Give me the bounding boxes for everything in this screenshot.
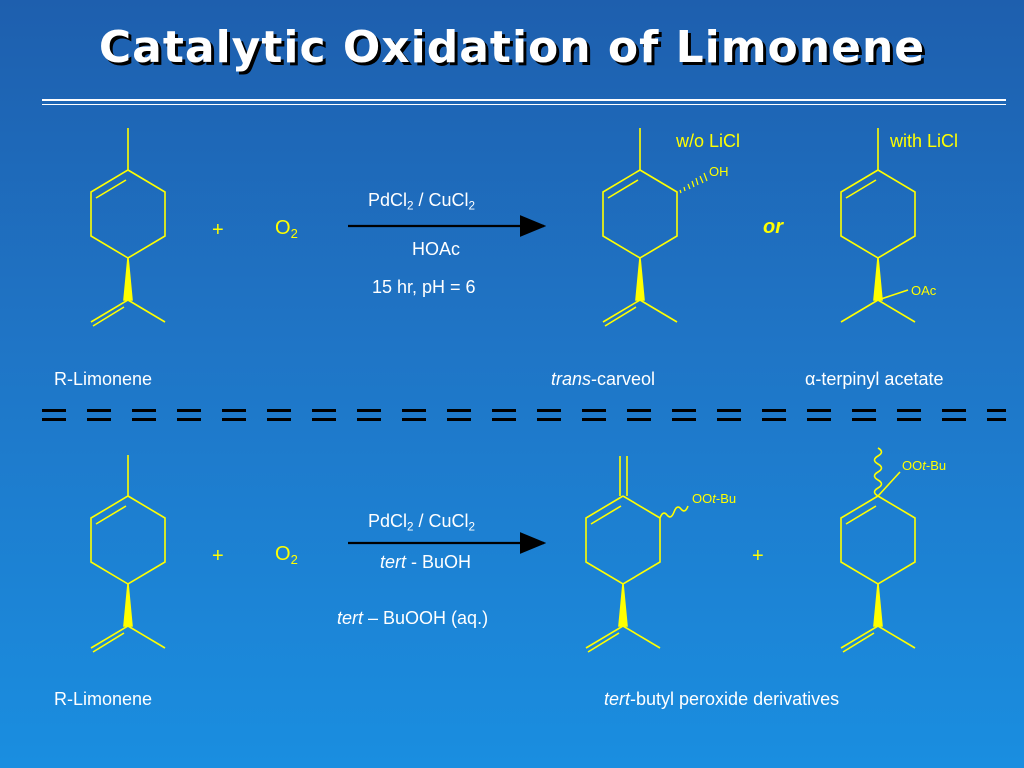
section-divider — [42, 409, 1006, 421]
solvent-label-top: HOAc — [412, 239, 461, 259]
oxidant-label: tert – BuOOH (aq.) — [337, 608, 489, 628]
solvent-label-bottom: tert - BuOH — [380, 552, 472, 572]
limonene-top-structure — [90, 128, 166, 327]
peroxide-product1-structure — [585, 456, 689, 653]
reactant-name-top: R-Limonene — [54, 369, 153, 389]
peroxide-products-name: tert-butyl peroxide derivatives — [604, 689, 840, 709]
peroxide-product2-structure — [840, 447, 916, 653]
title-rule-thin — [42, 104, 1006, 105]
hydroxyl-label: OH — [709, 164, 729, 179]
oxygen-label-top: O2 — [275, 217, 298, 241]
catalyst-label-bottom: PdCl2 / CuCl2 — [368, 511, 476, 534]
without-licl-label: w/o LiCl — [676, 131, 741, 151]
oxygen-label-bottom: O2 — [275, 543, 298, 567]
slide-title: Catalytic Oxidation of Limonene — [98, 22, 926, 73]
plus-sign-bottom: + — [212, 545, 224, 567]
acetate-label: OAc — [911, 283, 937, 298]
peroxide-label-1: OOt-Bu — [692, 491, 737, 506]
plus-sign-top: + — [212, 219, 224, 241]
with-licl-label: with LiCl — [890, 131, 959, 151]
title-rule — [42, 99, 1006, 101]
peroxide-label-2: OOt-Bu — [902, 458, 947, 473]
limonene-bottom-structure — [90, 455, 166, 653]
reactant-name-bottom: R-Limonene — [54, 689, 153, 709]
or-label: or — [763, 216, 783, 238]
carveol-structure — [602, 128, 708, 327]
catalyst-label-top: PdCl2 / CuCl2 — [368, 190, 476, 213]
carveol-name: trans-carveol — [551, 369, 656, 389]
terpinyl-acetate-name: α-terpinyl acetate — [805, 369, 944, 389]
product-plus-sign: + — [752, 545, 764, 567]
terpinyl-acetate-structure — [840, 128, 916, 323]
conditions-label: 15 hr, pH = 6 — [372, 277, 476, 297]
